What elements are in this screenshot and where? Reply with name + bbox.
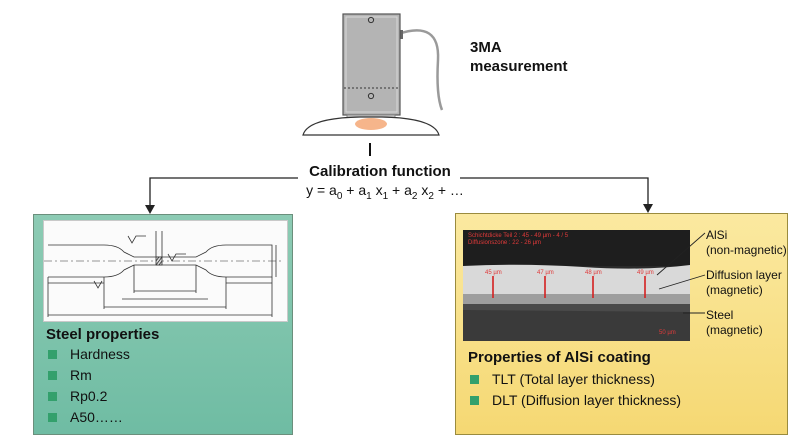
sensor-title-line2: measurement bbox=[470, 58, 568, 75]
micrograph-caption-1: Schichtdicke Teil 2 : 45 - 49 µm - 4 / 5 bbox=[468, 233, 569, 239]
micrograph-mark: 45 µm bbox=[485, 270, 502, 276]
bullet-icon bbox=[48, 413, 57, 422]
bullet-icon bbox=[48, 392, 57, 401]
sensor-device-icon bbox=[302, 13, 444, 136]
coating-properties-list: TLT (Total layer thickness) DLT (Diffusi… bbox=[470, 369, 681, 411]
bullet-icon bbox=[470, 375, 479, 384]
micrograph-mark: 47 µm bbox=[537, 270, 554, 276]
coating-micrograph: Schichtdicke Teil 2 : 45 - 49 µm - 4 / 5… bbox=[463, 230, 690, 341]
micrograph-scale: 50 µm bbox=[659, 330, 676, 336]
bullet-icon bbox=[48, 371, 57, 380]
coating-properties-title: Properties of AlSi coating bbox=[468, 349, 651, 366]
arrow-left-icon bbox=[145, 205, 155, 214]
layer-label-steel: Steel (magnetic) bbox=[706, 308, 763, 338]
layer-note: (magnetic) bbox=[706, 283, 763, 297]
micrograph-caption-2: Diffusionszone : 22 - 26 µm bbox=[468, 240, 541, 246]
connector-right bbox=[460, 177, 649, 207]
connector-left bbox=[149, 177, 298, 208]
layer-name: Steel bbox=[706, 308, 734, 322]
formula-sub: 2 bbox=[428, 190, 434, 202]
formula-sub: 2 bbox=[411, 190, 418, 202]
list-item-label: TLT (Total layer thickness) bbox=[492, 371, 655, 387]
formula-part: + a bbox=[342, 182, 367, 198]
layer-label-diffusion: Diffusion layer (magnetic) bbox=[706, 268, 782, 298]
sensor-title-line1: 3MA bbox=[470, 39, 502, 56]
micrograph-image-icon: Schichtdicke Teil 2 : 45 - 49 µm - 4 / 5… bbox=[463, 230, 690, 341]
arrow-right-icon bbox=[643, 204, 653, 213]
formula-part: x bbox=[371, 182, 383, 198]
list-item: Rm bbox=[48, 365, 130, 386]
list-item-label: A50…… bbox=[70, 409, 123, 425]
list-item: Hardness bbox=[48, 344, 130, 365]
layer-note: (non-magnetic) bbox=[706, 243, 787, 257]
micrograph-mark: 48 µm bbox=[585, 270, 602, 276]
formula-sub: 0 bbox=[336, 190, 343, 202]
formula-sub: 1 bbox=[366, 190, 372, 202]
calibration-formula: y = a0 + a1 x1 + a2 x2 + … bbox=[255, 182, 515, 202]
list-item: Rp0.2 bbox=[48, 386, 130, 407]
list-item: A50…… bbox=[48, 407, 130, 428]
bullet-icon bbox=[470, 396, 479, 405]
list-item: TLT (Total layer thickness) bbox=[470, 369, 681, 390]
steel-properties-list: Hardness Rm Rp0.2 A50…… bbox=[48, 344, 130, 428]
sensor-title: 3MA measurement bbox=[470, 38, 600, 76]
formula-part: x bbox=[417, 182, 429, 198]
formula-part: + … bbox=[433, 182, 464, 198]
formula-part: + a bbox=[388, 182, 412, 198]
micrograph-mark: 49 µm bbox=[637, 270, 654, 276]
layer-pointers bbox=[656, 232, 706, 314]
calibration-title: Calibration function bbox=[309, 163, 451, 180]
list-item: DLT (Diffusion layer thickness) bbox=[470, 390, 681, 411]
layer-label-alsi: AlSi (non-magnetic) bbox=[706, 228, 787, 258]
list-item-label: Hardness bbox=[70, 346, 130, 362]
layer-name: AlSi bbox=[706, 228, 728, 242]
list-item-label: DLT (Diffusion layer thickness) bbox=[492, 392, 682, 408]
bullet-icon bbox=[48, 350, 57, 359]
list-item-label: Rm bbox=[70, 367, 92, 383]
layer-name: Diffusion layer bbox=[706, 268, 782, 282]
formula-sub: 1 bbox=[382, 190, 389, 202]
specimen-diagram-icon bbox=[44, 231, 282, 317]
layer-note: (magnetic) bbox=[706, 323, 763, 337]
tensile-specimen-drawing bbox=[43, 220, 288, 322]
steel-properties-title: Steel properties bbox=[46, 326, 160, 343]
list-item-label: Rp0.2 bbox=[70, 388, 108, 404]
formula-part: y = a bbox=[306, 182, 337, 198]
